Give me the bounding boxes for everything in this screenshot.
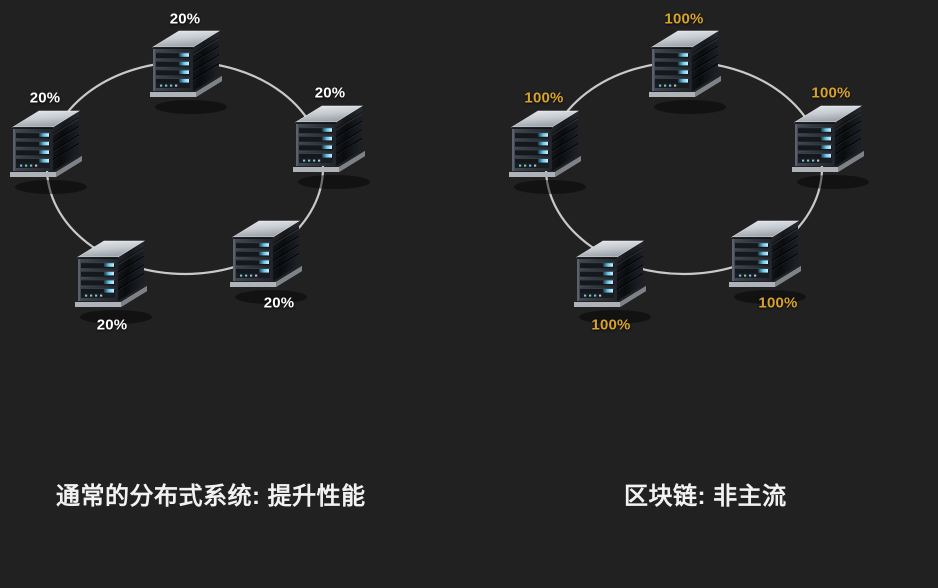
node-label-upper-right: 100% — [811, 84, 851, 102]
server-icon — [139, 21, 231, 114]
caption-blockchain: 区块链: 非主流 — [624, 483, 787, 510]
caption-distributed-system: 通常的分布式系统: 提升性能 — [56, 483, 366, 510]
server-icon — [718, 211, 810, 304]
server-icon — [219, 211, 311, 304]
panel-blockchain: 100% 100% 100% 100% 100% 区块链: 非主流 — [469, 0, 938, 588]
node-label-lower-left: 100% — [591, 316, 631, 334]
node-label-lower-left: 20% — [96, 316, 128, 334]
server-icon — [64, 231, 156, 324]
server-icon — [781, 96, 873, 189]
panel-distributed-system: 20% 20% 20% 20% 20% 通常的分布式系统: 提升性能 — [0, 0, 469, 510]
server-icon — [563, 231, 655, 324]
node-label-lower-right: 20% — [263, 294, 295, 312]
node-label-top: 20% — [169, 10, 201, 28]
node-label-upper-right: 20% — [314, 84, 346, 102]
ring-distributed-system: 20% 20% 20% 20% 20% — [0, 0, 469, 470]
node-label-upper-left: 100% — [524, 89, 564, 107]
node-label-lower-right: 100% — [758, 294, 798, 312]
node-label-upper-left: 20% — [29, 89, 61, 107]
server-icon — [0, 101, 91, 194]
server-icon — [282, 96, 374, 189]
node-label-top: 100% — [664, 10, 704, 28]
server-icon — [498, 101, 590, 194]
server-icon — [638, 21, 730, 114]
ring-blockchain: 100% 100% 100% 100% 100% — [469, 0, 938, 470]
